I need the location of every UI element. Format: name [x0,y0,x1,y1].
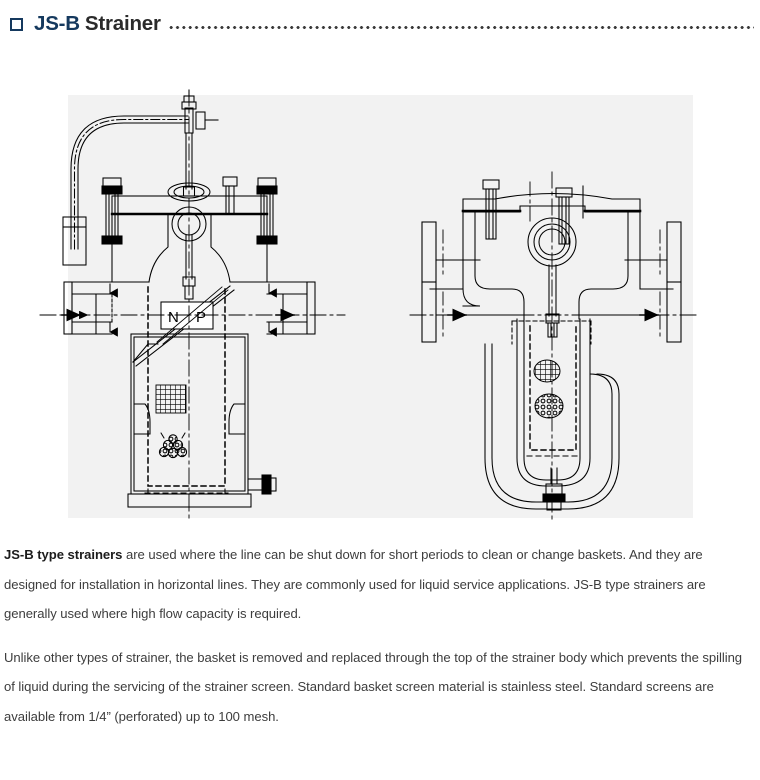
title-code: JS-B [34,11,80,35]
annotation-n: N [168,309,179,326]
paragraph-1-lead: JS-B type strainers [4,547,123,562]
annotation-p: P [196,309,206,326]
paragraph-2: Unlike other types of strainer, the bask… [4,649,743,724]
dotted-leader [167,14,754,34]
strainer-figure: N P [0,44,760,536]
strainer-drawing-svg: N P [39,89,701,523]
paragraph-1: JS-B type strainers are used where the l… [4,540,754,629]
view-front-section: N P [39,89,346,523]
square-bullet-icon [10,18,23,31]
body-copy: JS-B type strainers are used where the l… [0,540,760,745]
paragraph-1-rest: are used where the line can be shut down… [4,547,706,621]
title-name: Strainer [84,11,161,35]
view-side-section [409,171,701,520]
